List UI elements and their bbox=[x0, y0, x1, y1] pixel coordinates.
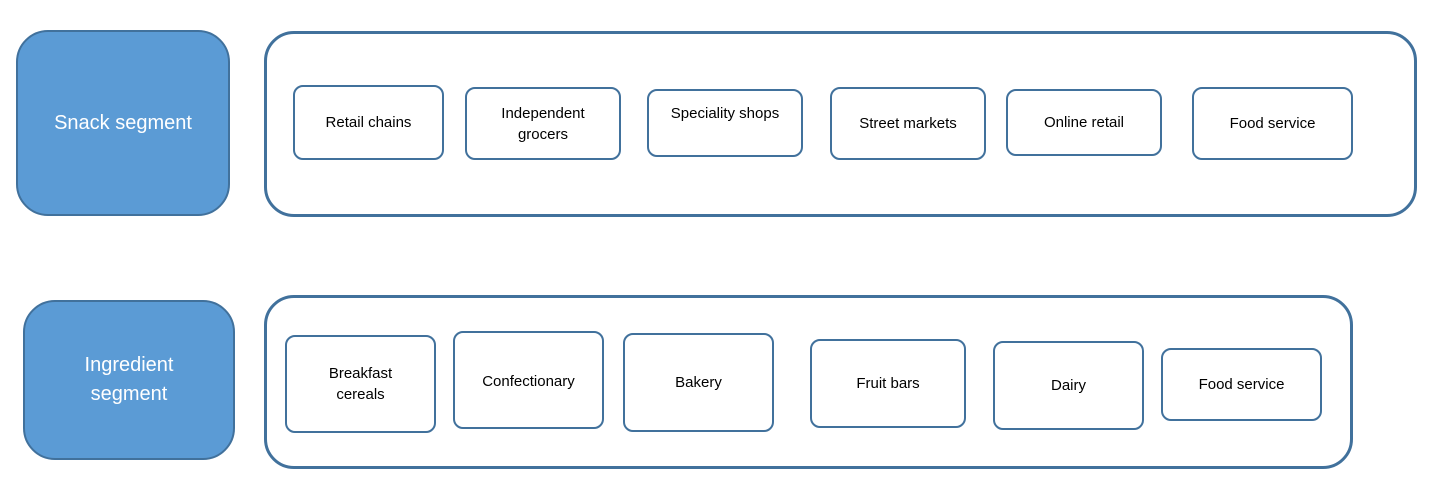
snack-channel-street-markets: Street markets bbox=[830, 87, 986, 160]
ingredient-channel-breakfast-cereals: Breakfast cereals bbox=[285, 335, 436, 433]
snack-channel-retail-chains: Retail chains bbox=[293, 85, 444, 160]
segment-ingredient: Ingredient segment bbox=[23, 300, 235, 460]
ingredient-channel-dairy: Dairy bbox=[993, 341, 1144, 430]
ingredient-channel-confectionary: Confectionary bbox=[453, 331, 604, 429]
snack-channel-speciality-shops: Speciality shops bbox=[647, 89, 803, 157]
ingredient-channel-fruit-bars: Fruit bars bbox=[810, 339, 966, 428]
ingredient-channel-bakery: Bakery bbox=[623, 333, 774, 432]
snack-channel-online-retail: Online retail bbox=[1006, 89, 1162, 156]
snack-channel-independent-grocers: Independent grocers bbox=[465, 87, 621, 160]
ingredient-channel-food-service: Food service bbox=[1161, 348, 1322, 421]
snack-channel-food-service: Food service bbox=[1192, 87, 1353, 160]
segment-snack: Snack segment bbox=[16, 30, 230, 216]
